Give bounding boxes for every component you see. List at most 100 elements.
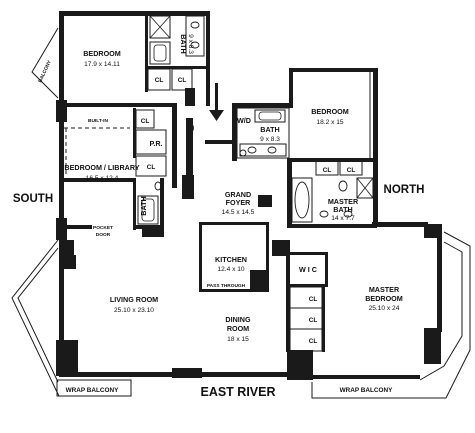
master-bedroom-name-1: MASTER xyxy=(369,285,400,294)
wall-master-bath-bottom xyxy=(287,224,377,228)
balcony-nw-label: BALCONY xyxy=(37,59,53,84)
wall-west-bedroom-ne xyxy=(289,68,293,108)
closet-label-1: CL xyxy=(155,77,164,84)
balcony-sw-inner xyxy=(17,247,59,383)
wall-pass-through xyxy=(202,289,250,292)
wic-label: W I C xyxy=(299,265,317,274)
bath-mid-name: BATH xyxy=(139,196,148,215)
column-west-1 xyxy=(56,100,67,122)
wall-master-west xyxy=(286,252,290,352)
sink-ne-1 xyxy=(247,146,257,154)
wrap-balcony-se-label: WRAP BALCONY xyxy=(340,387,394,394)
wall-master-north xyxy=(372,222,428,227)
toilet-mid xyxy=(154,181,162,191)
wall-closets-east xyxy=(322,287,325,352)
bath-ne-name: BATH xyxy=(260,125,279,134)
wall-bath-nw-west xyxy=(145,14,148,92)
bath-nw-name: BATH xyxy=(179,34,188,53)
balconies xyxy=(11,27,471,399)
bedroom-nw-dims: 17.9 x 14.11 xyxy=(84,61,120,68)
closet-label-8: CL xyxy=(309,317,318,324)
wall-south-master xyxy=(310,375,420,379)
entry-arrow-icon xyxy=(209,83,224,121)
wall-hall-east xyxy=(186,118,193,188)
column-living-2 xyxy=(64,255,76,269)
living-room-dims: 25.10 x 23.10 xyxy=(114,307,154,314)
wall-kitchen-west xyxy=(199,222,202,292)
sink-nw-2 xyxy=(190,41,200,49)
wall-bath-nw-east xyxy=(206,11,210,106)
labels: BEDROOM 17.9 x 14.11 BATH 9 x 8.3 CL CL … xyxy=(13,34,425,399)
direction-south: SOUTH xyxy=(13,193,53,205)
wall-kitchen-top xyxy=(199,222,269,225)
pr-box xyxy=(135,129,167,155)
vanity-ne xyxy=(239,143,287,157)
closet-label-4: CL xyxy=(147,164,156,171)
closet-box-2 xyxy=(171,68,193,91)
vanity-nw xyxy=(185,15,205,57)
bathtub-nw-inner xyxy=(153,44,167,62)
toilet-pr xyxy=(186,123,194,133)
direction-north: NORTH xyxy=(384,184,425,196)
wall-pr-west xyxy=(133,108,136,158)
wall-bath-ne-left xyxy=(232,103,237,161)
closet-label-5: CL xyxy=(323,167,332,174)
master-bedroom-name-2: BEDROOM xyxy=(365,294,403,303)
pocket-door-label-1: POCKET xyxy=(93,225,113,231)
wall-bath-ne-top xyxy=(232,103,292,108)
dining-room-dims: 18 x 15 xyxy=(227,336,249,343)
exterior-walls xyxy=(56,11,442,380)
bathtub-mid-inner xyxy=(141,198,155,222)
wall-library-bottom xyxy=(64,178,136,182)
closet-label-9: CL xyxy=(309,338,318,345)
bathtub-master-inner xyxy=(294,181,310,219)
closet-label-2: CL xyxy=(178,77,187,84)
wall-foyer-top xyxy=(205,140,235,144)
kitchen-counter-block xyxy=(250,270,269,292)
grand-foyer-name-2: FOYER xyxy=(226,198,252,207)
column-south-1 xyxy=(172,368,202,378)
wall-master-bath-west xyxy=(287,158,292,228)
wall-bedroom-bottom xyxy=(64,103,174,107)
sink-ne-2 xyxy=(267,146,277,154)
bath-ne-dims: 9 x 8.3 xyxy=(260,136,280,143)
bath-nw-dims: 9 x 8.3 xyxy=(187,34,194,54)
shower-master xyxy=(356,177,374,199)
column-west-2 xyxy=(56,218,67,240)
living-room-name: LIVING ROOM xyxy=(110,295,158,304)
closets-strip xyxy=(289,286,323,352)
shower-nw xyxy=(149,15,171,39)
bedroom-library-name: BEDROOM / LIBRARY xyxy=(64,163,139,172)
wall-north-bedroom xyxy=(59,11,209,16)
bedroom-nw-name: BEDROOM xyxy=(83,49,121,58)
wall-wic-bottom xyxy=(290,284,328,287)
closet-box-1 xyxy=(147,68,171,91)
wall-bath-mid-west xyxy=(133,178,136,230)
fixtures xyxy=(137,15,374,225)
bedroom-ne-dims: 18.2 x 15 xyxy=(316,119,343,126)
wall-bath-mid-stub xyxy=(142,229,164,237)
washer-dryer-label: W/D xyxy=(237,116,251,125)
sink-nw-1 xyxy=(190,21,200,29)
balcony-nw-outline xyxy=(31,27,59,99)
wrap-balcony-se-inner xyxy=(419,241,463,381)
shower-master-x2 xyxy=(356,177,374,199)
wrap-balcony-se-outer xyxy=(311,231,471,399)
wall-wic-east xyxy=(325,252,328,284)
bathtub-mid xyxy=(137,195,159,225)
bath-ne-box xyxy=(236,107,290,159)
toilet-master xyxy=(338,180,348,192)
interior-walls xyxy=(64,11,377,352)
wall-wic-top xyxy=(290,252,328,255)
closet-box-5 xyxy=(315,160,339,176)
column-foyer-east xyxy=(258,195,272,207)
wall-bath-mid-east xyxy=(160,178,164,230)
toilet-nw xyxy=(185,92,193,102)
kitchen-name: KITCHEN xyxy=(215,255,247,264)
wall-master-bath-top xyxy=(292,158,377,162)
column-sw xyxy=(56,340,78,376)
pass-through-label: PASS THROUGH xyxy=(207,283,246,289)
column-hall-1 xyxy=(185,88,195,106)
wall-west-bedroom xyxy=(59,11,64,106)
